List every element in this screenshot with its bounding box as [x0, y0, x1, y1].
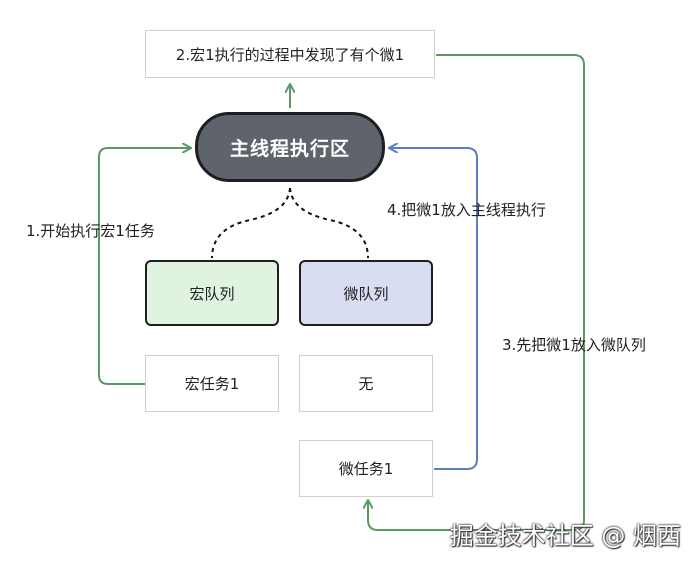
dashed-connector-macro — [211, 187, 291, 259]
label-step4: 4.把微1放入主线程执行 — [387, 201, 546, 219]
watermark: 掘金技术社区 @ 烟西 — [449, 522, 681, 550]
label-step3: 3.先把微1放入微队列 — [502, 336, 646, 354]
micro-task-box: 微任务1 — [299, 440, 433, 497]
macro-task-box: 宏任务1 — [145, 355, 279, 412]
arrow-step1 — [98, 148, 190, 385]
label-step1: 1.开始执行宏1任务 — [26, 222, 155, 240]
dashed-connector-micro — [289, 187, 369, 259]
micro-empty-box: 无 — [299, 355, 433, 412]
arrow-step3 — [368, 54, 585, 531]
macro-queue-box: 宏队列 — [145, 260, 279, 326]
top-box: 2.宏1执行的过程中发现了有个微1 — [145, 30, 435, 78]
arrow-step4 — [390, 148, 478, 470]
main-thread-box: 主线程执行区 — [195, 112, 385, 182]
micro-queue-box: 微队列 — [299, 260, 433, 326]
